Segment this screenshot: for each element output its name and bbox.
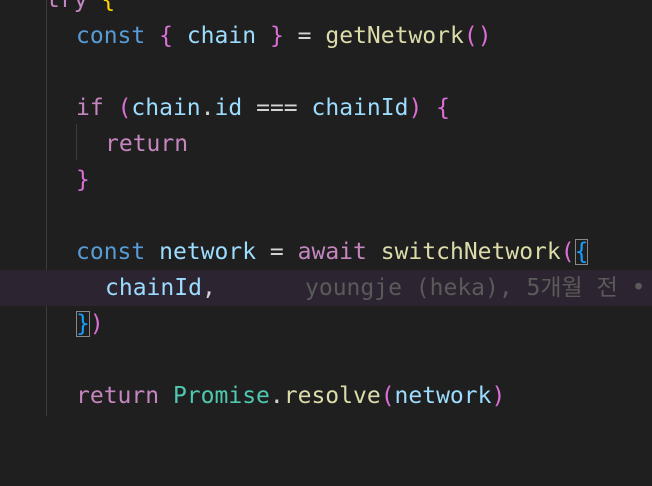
code-line-return-promise[interactable]: return Promise.resolve(network): [0, 378, 652, 414]
operator: =: [269, 239, 284, 265]
code-line-close-if[interactable]: }: [0, 162, 652, 198]
keyword-const: const: [76, 239, 146, 265]
operator: .: [200, 95, 215, 121]
identifier: chainId: [311, 95, 409, 121]
property: id: [214, 95, 243, 121]
bracket: {: [101, 0, 116, 13]
class-name: Promise: [172, 383, 270, 409]
bracket: {: [159, 23, 173, 49]
bracket: (): [463, 23, 492, 49]
keyword-const: const: [76, 23, 146, 49]
code-line-const-network[interactable]: const network = await switchNetwork({: [0, 234, 652, 270]
code-line-return[interactable]: return: [0, 126, 652, 162]
identifier: network: [394, 383, 492, 409]
keyword-return: return: [76, 383, 160, 409]
code-line-try[interactable]: try {: [0, 0, 652, 18]
identifier: chain: [186, 23, 257, 49]
code-line-chainid-active[interactable]: chainId, youngje (heka), 5개월 전 •: [0, 270, 652, 306]
keyword-await: await: [297, 239, 367, 265]
function-name: resolve: [283, 383, 381, 409]
indent-guide: [46, 0, 47, 416]
bracket: }: [269, 23, 284, 49]
code-editor[interactable]: try { const { chain } = getNetwork() if …: [0, 0, 652, 416]
function-name: getNetwork: [325, 23, 464, 49]
keyword-if: if: [76, 95, 104, 121]
bracket: }: [76, 167, 90, 193]
indent-guide: [76, 124, 77, 160]
code-line-const-chain[interactable]: const { chain } = getNetwork(): [0, 18, 652, 54]
bracket-match-highlight: {: [574, 239, 589, 265]
bracket: ): [408, 95, 423, 121]
operator: ===: [256, 95, 298, 121]
property: chainId: [105, 275, 202, 301]
bracket: (: [117, 95, 132, 121]
keyword-try: try: [46, 0, 88, 13]
operator: .: [269, 383, 284, 409]
keyword-return: return: [105, 131, 189, 157]
bracket-match-highlight: }: [76, 311, 90, 337]
bracket: ): [89, 311, 104, 337]
punctuation: ,: [201, 275, 216, 301]
bracket: (: [560, 239, 575, 265]
function-name: switchNetwork: [380, 239, 561, 265]
operator: =: [297, 23, 312, 49]
bracket: (: [380, 383, 395, 409]
identifier: chain: [131, 95, 201, 121]
code-line-close-call[interactable]: }): [0, 306, 652, 342]
git-blame-annotation[interactable]: youngje (heka), 5개월 전 •: [305, 275, 646, 301]
identifier: network: [159, 239, 257, 265]
bracket: {: [436, 95, 451, 121]
code-line-if[interactable]: if (chain.id === chainId) {: [0, 90, 652, 126]
bracket: ): [491, 383, 506, 409]
